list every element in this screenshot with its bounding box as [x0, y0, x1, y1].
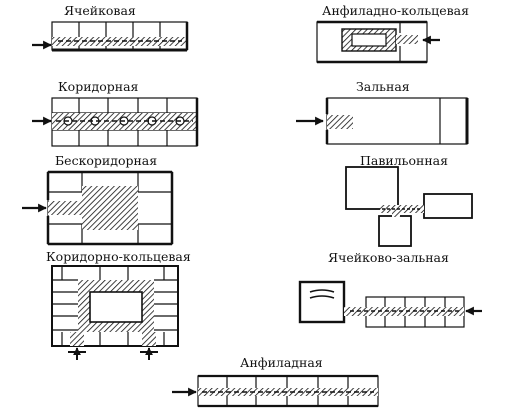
scheme-hall — [296, 97, 469, 145]
scheme-cellular — [32, 21, 189, 52]
label-corridor: Коридорная — [58, 79, 139, 94]
label-enfilade-ring: Анфиладно-кольцевая — [322, 3, 469, 18]
scheme-corridor — [32, 97, 199, 147]
label-pavilion: Павильонная — [360, 153, 448, 168]
label-corridorless: Бескоридорная — [55, 153, 158, 168]
scheme-enfilade-ring — [316, 20, 440, 64]
scheme-corridorless — [22, 170, 174, 246]
label-hall: Зальная — [356, 79, 410, 94]
label-cellular: Ячейковая — [64, 3, 136, 18]
label-enfilade: Анфиладная — [240, 355, 323, 370]
scheme-enfilade — [172, 374, 379, 408]
scheme-corridor-ring — [51, 265, 179, 360]
label-corridor-ring: Коридорно-кольцевая — [46, 249, 191, 264]
scheme-cellular-hall — [298, 280, 482, 328]
label-cellular-hall: Ячейково-зальная — [328, 250, 449, 265]
scheme-pavilion — [345, 166, 473, 247]
